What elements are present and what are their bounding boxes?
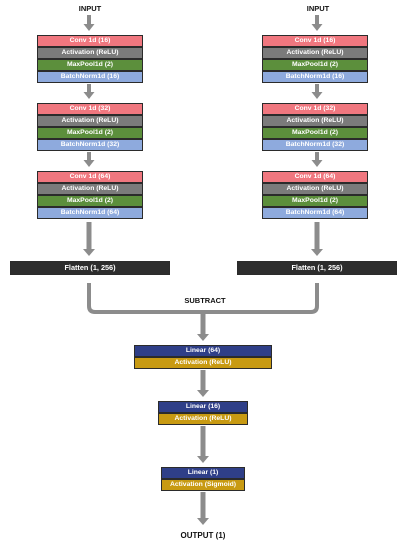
activation-layer: Activation (ReLU)	[37, 115, 143, 127]
arrow-shaft	[200, 312, 206, 334]
down-arrow	[83, 222, 95, 256]
activation-layer: Activation (ReLU)	[134, 357, 272, 369]
arrow-shaft	[200, 426, 206, 456]
maxpool-layer: MaxPool1d (2)	[262, 127, 368, 139]
subtract-label: SUBTRACT	[184, 296, 226, 305]
flatten-layer: Flatten (1, 256)	[237, 261, 397, 275]
conv-layer: Conv 1d (64)	[262, 171, 368, 183]
arrow-shaft	[87, 15, 91, 24]
maxpool-layer: MaxPool1d (2)	[37, 127, 143, 139]
arrow-head	[197, 334, 209, 341]
batchnorm-layer: BatchNorm1d (16)	[37, 71, 143, 83]
down-arrow	[197, 426, 209, 463]
input-label-right: INPUT	[306, 4, 330, 13]
arrow-shaft	[86, 222, 92, 249]
arrow-shaft	[314, 222, 320, 249]
arrow-shaft	[315, 15, 319, 24]
arrow-head	[311, 24, 323, 31]
batchnorm-layer: BatchNorm1d (64)	[262, 207, 368, 219]
batchnorm-layer: BatchNorm1d (32)	[262, 139, 368, 151]
arrow-head	[311, 249, 323, 256]
input-label-left: INPUT	[78, 4, 102, 13]
linear-layer: Linear (64)	[134, 345, 272, 357]
arrow-head	[311, 160, 323, 167]
linear-layer: Linear (16)	[158, 401, 248, 413]
linear-layer: Linear (1)	[161, 467, 245, 479]
conv-layer: Conv 1d (64)	[37, 171, 143, 183]
output-label: OUTPUT (1)	[180, 531, 226, 540]
activation-layer: Activation (ReLU)	[262, 115, 368, 127]
down-arrow	[311, 152, 323, 167]
maxpool-layer: MaxPool1d (2)	[37, 59, 143, 71]
arrow-shaft	[87, 152, 91, 160]
down-arrow	[83, 152, 95, 167]
conv-layer: Conv 1d (32)	[37, 103, 143, 115]
activation-layer: Activation (ReLU)	[37, 47, 143, 59]
down-arrow	[83, 84, 95, 99]
conv-layer: Conv 1d (16)	[262, 35, 368, 47]
down-arrow	[197, 492, 209, 525]
arrow-head	[83, 24, 95, 31]
down-arrow	[311, 222, 323, 256]
arrow-shaft	[315, 152, 319, 160]
arrow-shaft	[87, 84, 91, 92]
activation-layer: Activation (ReLU)	[262, 183, 368, 195]
conv-layer: Conv 1d (16)	[37, 35, 143, 47]
conv-layer: Conv 1d (32)	[262, 103, 368, 115]
maxpool-layer: MaxPool1d (2)	[37, 195, 143, 207]
down-arrow	[83, 15, 95, 31]
arrow-head	[83, 160, 95, 167]
arrow-shaft	[200, 492, 206, 518]
down-arrow	[311, 15, 323, 31]
arrow-head	[197, 390, 209, 397]
arrow-head	[311, 92, 323, 99]
arrow-shaft	[200, 370, 206, 390]
activation-layer: Activation (ReLU)	[37, 183, 143, 195]
down-arrow	[197, 312, 209, 341]
activation-layer: Activation (ReLU)	[262, 47, 368, 59]
flatten-layer: Flatten (1, 256)	[10, 261, 170, 275]
maxpool-layer: MaxPool1d (2)	[262, 59, 368, 71]
arrow-shaft	[315, 84, 319, 92]
down-arrow	[197, 370, 209, 397]
batchnorm-layer: BatchNorm1d (16)	[262, 71, 368, 83]
down-arrow	[311, 84, 323, 99]
activation-layer: Activation (Sigmoid)	[161, 479, 245, 491]
arrow-head	[197, 456, 209, 463]
arrow-head	[197, 518, 209, 525]
maxpool-layer: MaxPool1d (2)	[262, 195, 368, 207]
batchnorm-layer: BatchNorm1d (64)	[37, 207, 143, 219]
arrow-head	[83, 92, 95, 99]
batchnorm-layer: BatchNorm1d (32)	[37, 139, 143, 151]
arrow-head	[83, 249, 95, 256]
activation-layer: Activation (ReLU)	[158, 413, 248, 425]
